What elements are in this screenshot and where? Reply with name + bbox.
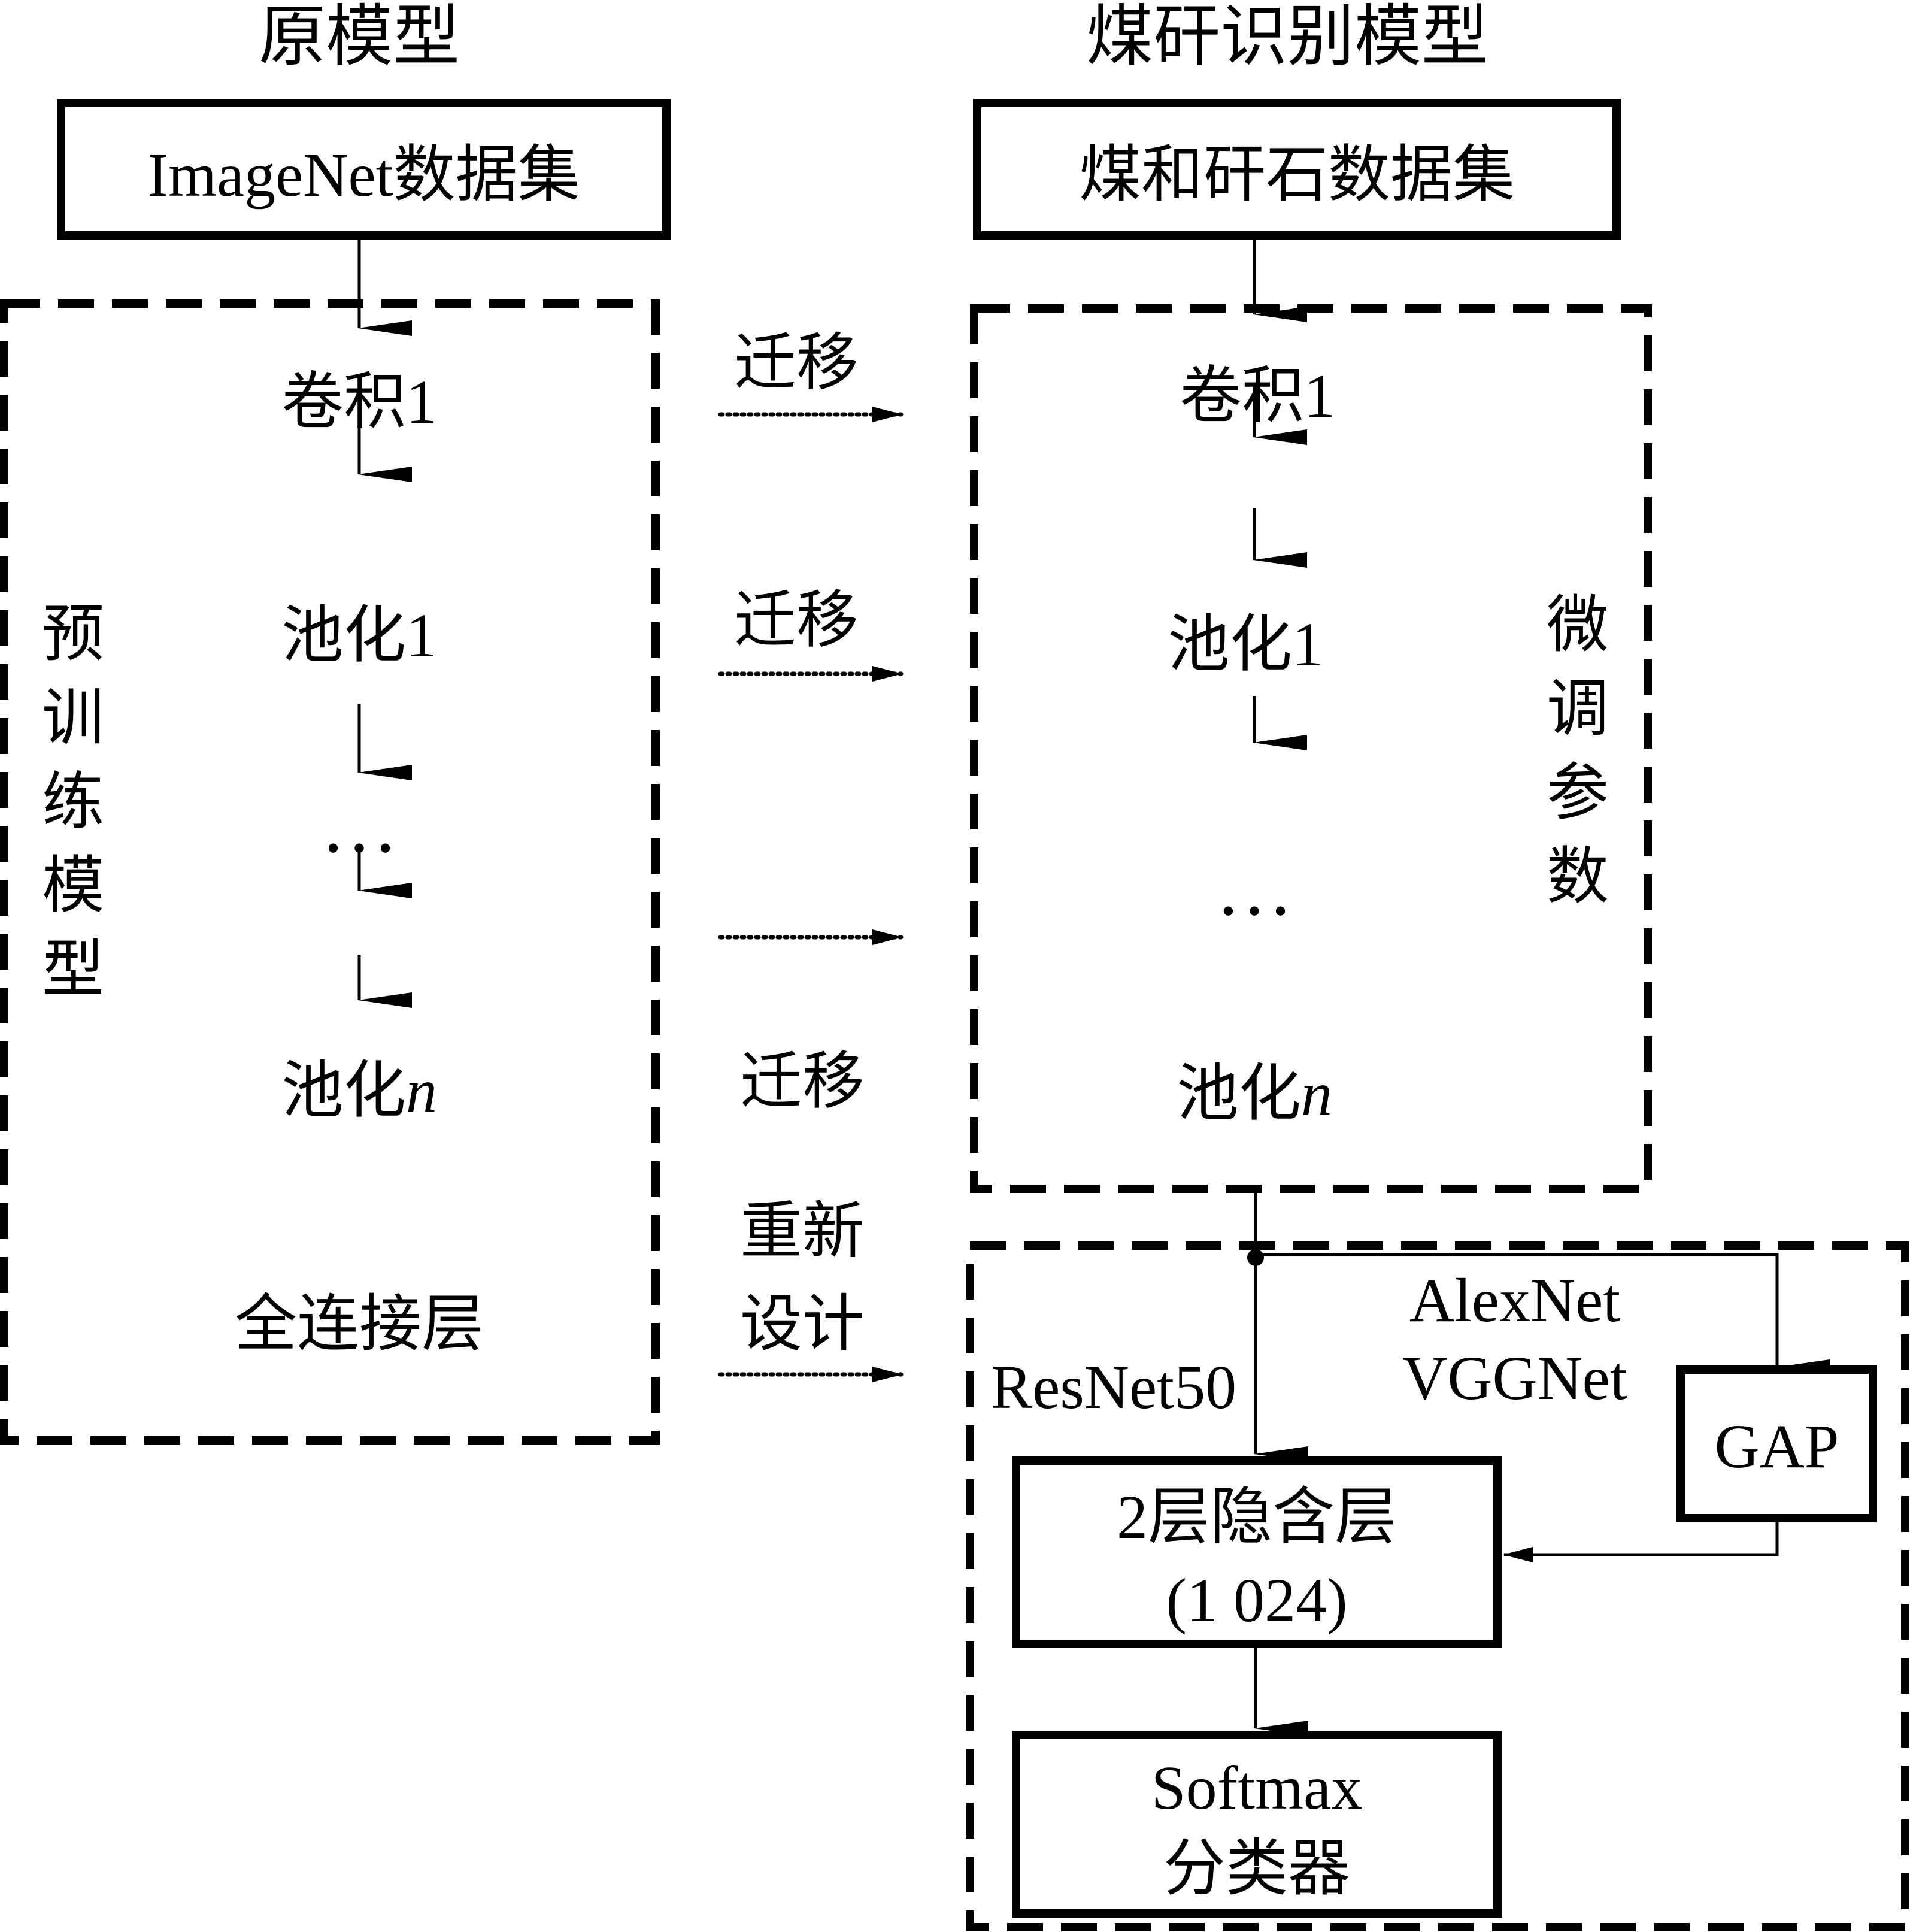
softmax-classifier-box: Softmax 分类器 xyxy=(1012,1731,1502,1918)
transfer-label-2: 迁移 xyxy=(733,586,859,655)
finetune-frame xyxy=(970,304,1652,1193)
left-layer-pooln: 池化n xyxy=(239,1060,479,1122)
left-layer-pool1: 池化1 xyxy=(281,601,437,670)
classifier-label: 分类器 xyxy=(1163,1834,1350,1903)
arrow-junction-to-gap xyxy=(1256,1253,1830,1375)
coal-gangue-dataset-box: 煤和矸石数据集 xyxy=(973,99,1621,240)
original-model-title: 原模型 xyxy=(259,0,460,74)
alexnet-label: AlexNet xyxy=(1409,1266,1621,1335)
hidden-layers-box: 2层隐含层 (1 024) xyxy=(1012,1456,1502,1648)
right-pooln-label: 池化 xyxy=(1176,1059,1301,1128)
right-layer-pool1: 池化1 xyxy=(1167,610,1323,679)
hidden-layers-label: 2层隐含层 xyxy=(1116,1483,1397,1552)
resnet50-label: ResNet50 xyxy=(990,1353,1237,1422)
right-layer-conv1: 卷积1 xyxy=(1179,362,1335,431)
pretrained-model-frame xyxy=(0,299,660,1445)
arrow-gap-to-hidden xyxy=(1503,1521,1779,1562)
redesign-label-line1: 重新 xyxy=(739,1197,865,1266)
transfer-label-1: 迁移 xyxy=(733,329,859,398)
right-layer-pooln: 池化n xyxy=(1135,1063,1374,1125)
hidden-layers-units: (1 024) xyxy=(1166,1566,1348,1635)
left-pooln-suffix: n xyxy=(406,1056,437,1125)
imagenet-dataset-label: ImageNet数据集 xyxy=(147,141,580,210)
coal-gangue-dataset-label: 煤和矸石数据集 xyxy=(1078,141,1515,210)
coal-gangue-model-title: 煤矸识别模型 xyxy=(1086,0,1488,74)
transfer-label-3: 迁移 xyxy=(739,1047,865,1116)
softmax-label: Softmax xyxy=(1151,1754,1363,1822)
vggnet-label: VGGNet xyxy=(1402,1344,1627,1413)
left-layer-ellipsis: … xyxy=(320,783,398,869)
imagenet-dataset-box: ImageNet数据集 xyxy=(57,99,671,240)
right-pooln-suffix: n xyxy=(1301,1059,1332,1128)
left-layer-conv1: 卷积1 xyxy=(281,368,437,437)
right-layer-ellipsis: … xyxy=(1215,846,1293,932)
finetune-side-label: 微调参数 xyxy=(1546,591,1609,912)
gap-label: GAP xyxy=(1714,1412,1839,1481)
left-layer-fc: 全连接层 xyxy=(234,1290,484,1359)
pretrained-model-side-label: 预训练模型 xyxy=(41,600,104,1004)
left-pooln-label: 池化 xyxy=(281,1056,406,1125)
redesign-label-line2: 设计 xyxy=(739,1290,865,1359)
gap-box: GAP xyxy=(1676,1365,1877,1522)
